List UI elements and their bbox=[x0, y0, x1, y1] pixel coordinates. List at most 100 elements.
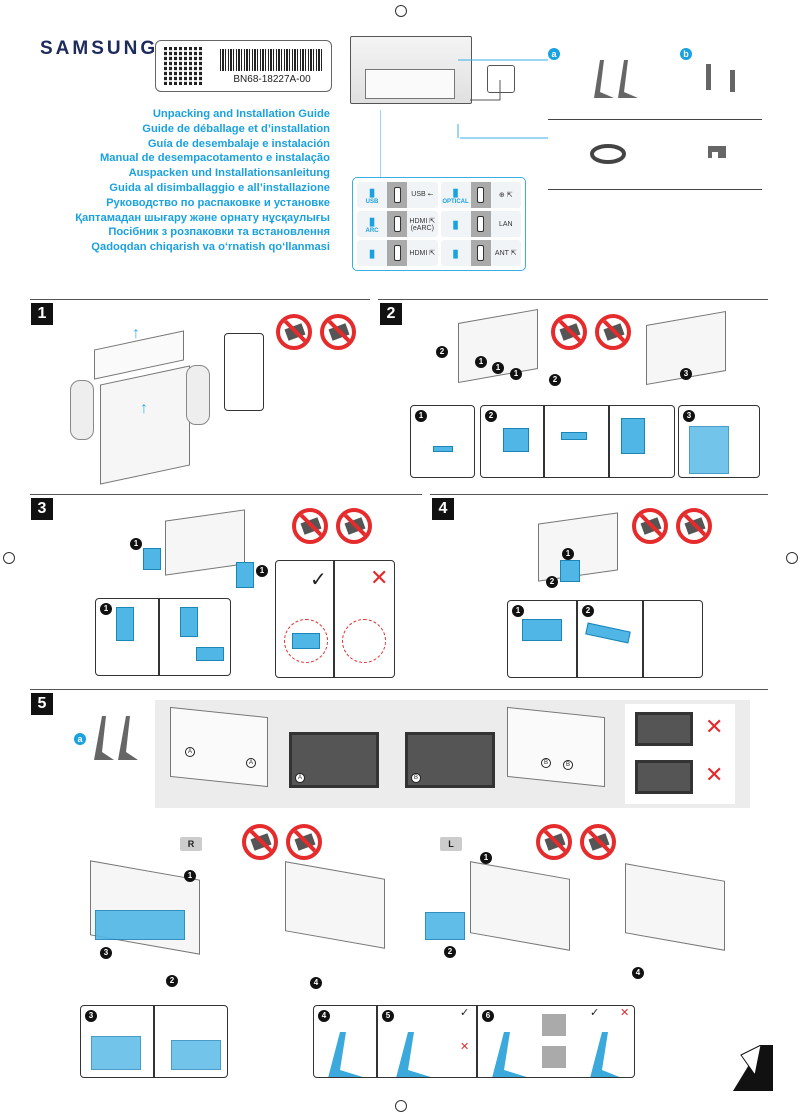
title-fr: Guide de déballage et d’installation bbox=[142, 122, 330, 135]
check-mark-icon: ✓ bbox=[310, 569, 327, 591]
port-4: ▮HDMI ⇱ bbox=[357, 240, 438, 266]
connection-lines bbox=[380, 59, 548, 177]
tv-front-a: A bbox=[289, 732, 379, 788]
title-de: Auspacken und Installationsanleitung bbox=[128, 167, 330, 180]
section-4-number: 4 bbox=[432, 498, 454, 520]
step-marker: 1 bbox=[256, 565, 268, 577]
cable-holder-icon bbox=[708, 146, 726, 158]
step-panel: 3 bbox=[678, 405, 760, 478]
tv-illustration bbox=[625, 863, 725, 951]
step-marker: 2 bbox=[436, 346, 448, 358]
cross-mark-icon: ✕ bbox=[705, 714, 724, 739]
no-sharp-tool-icon bbox=[676, 508, 712, 544]
step-panel: 1 bbox=[410, 405, 475, 478]
check-mark-icon: ✓ bbox=[590, 1007, 600, 1019]
port-name: HDMI ⇱ (eARC) bbox=[409, 217, 436, 232]
port-name: LAN bbox=[498, 220, 513, 228]
tv-illustration bbox=[285, 861, 385, 949]
port-socket bbox=[387, 240, 407, 266]
arc-icon: ▮ARC bbox=[365, 215, 379, 234]
port-socket bbox=[387, 182, 407, 208]
right-side-label: R bbox=[180, 837, 202, 851]
qr-code bbox=[164, 47, 202, 85]
foam-block bbox=[236, 562, 254, 588]
accessories: a b bbox=[548, 34, 762, 190]
no-lying-flat-icon bbox=[276, 314, 312, 350]
step-marker: 4 bbox=[310, 977, 322, 989]
left-side-label: L bbox=[440, 837, 462, 851]
step-marker: 1 bbox=[510, 368, 522, 380]
lift-arrow-icon: ↑ bbox=[132, 325, 140, 342]
guide-titles: Unpacking and Installation Guide Guide d… bbox=[75, 107, 330, 255]
person-illustration bbox=[186, 365, 210, 425]
section-divider bbox=[378, 299, 768, 300]
registration-mark-icon bbox=[786, 552, 798, 564]
title-es: Guía de desembalaje e instalación bbox=[147, 137, 330, 150]
step-panel: 1 bbox=[95, 598, 231, 676]
step-marker: 4 bbox=[632, 967, 644, 979]
section-1-number: 1 bbox=[31, 303, 53, 325]
step-marker: 1 bbox=[100, 603, 112, 615]
step-marker: 1 bbox=[492, 362, 504, 374]
stand-feet-icon bbox=[94, 716, 138, 760]
registration-mark-icon bbox=[395, 1100, 407, 1112]
section-divider bbox=[30, 494, 422, 495]
optical-icon: ▮OPTICAL bbox=[442, 186, 469, 205]
section-divider bbox=[430, 494, 768, 495]
step-marker: 1 bbox=[415, 410, 427, 422]
usb-icon: ▮USB bbox=[365, 186, 379, 205]
step-marker: 1 bbox=[480, 852, 492, 864]
tv-front-b: B bbox=[405, 732, 495, 788]
accessory-a-badge: a bbox=[74, 733, 86, 745]
samsung-logo: SAMSUNG bbox=[40, 38, 159, 59]
tv-illustration bbox=[470, 861, 570, 951]
product-label: BN68-18227A-00 bbox=[155, 40, 332, 92]
step-marker: 2 bbox=[582, 605, 594, 617]
check-mark-icon: ✓ bbox=[460, 1007, 470, 1019]
step-marker: 1 bbox=[184, 870, 196, 882]
port-socket bbox=[470, 211, 491, 237]
foam-block bbox=[143, 548, 161, 570]
accessory-a-badge: a bbox=[548, 48, 560, 60]
packaging-removal bbox=[95, 910, 185, 940]
step-marker: 5 bbox=[382, 1010, 394, 1022]
part-number: BN68-18227A-00 bbox=[233, 74, 311, 85]
packaging-removal bbox=[425, 912, 465, 940]
step-marker: 4 bbox=[318, 1010, 330, 1022]
lift-arrow-icon: ↑ bbox=[140, 400, 148, 417]
stand-feet-icon bbox=[594, 60, 638, 98]
accessory-callout bbox=[224, 333, 264, 411]
tv-box-illustration bbox=[100, 365, 190, 485]
port-icon-label: USB bbox=[365, 198, 379, 205]
antenna-icon: ▮ bbox=[452, 247, 459, 260]
hdmi-icon: ▮ bbox=[368, 247, 376, 260]
tv-rear-illustration bbox=[350, 36, 472, 104]
lan-icon: ▮ bbox=[452, 218, 459, 231]
cross-mark-icon: ✕ bbox=[370, 565, 389, 590]
step-marker: 2 bbox=[549, 374, 561, 386]
port-5: ▮ ANT ⇱ bbox=[440, 240, 521, 266]
no-lying-flat-icon bbox=[632, 508, 668, 544]
stand-position-panel: A A A B B B ✕ ✕ bbox=[155, 700, 750, 808]
cross-mark-icon: ✕ bbox=[620, 1007, 630, 1019]
port-2: ▮ARC HDMI ⇱ (eARC) bbox=[357, 211, 438, 237]
step-marker: 2 bbox=[166, 975, 178, 987]
tv-illustration bbox=[165, 509, 245, 576]
step-panel: 2 bbox=[480, 405, 675, 478]
title-en: Unpacking and Installation Guide bbox=[152, 108, 330, 120]
port-socket bbox=[387, 211, 407, 237]
step-marker: 1 bbox=[130, 538, 142, 550]
port-name: ANT ⇱ bbox=[494, 250, 517, 257]
accessory-b-badge: b bbox=[680, 48, 692, 60]
no-lying-flat-icon bbox=[292, 508, 328, 544]
port-1: ▮OPTICAL⊕ ⇱ bbox=[440, 182, 521, 208]
stand-install-panel: 4 5 6 ✓ ✕ ✓ ✕ bbox=[313, 1005, 635, 1078]
section-3-number: 3 bbox=[31, 498, 53, 520]
foam-block bbox=[560, 560, 580, 582]
step-marker: 3 bbox=[100, 947, 112, 959]
step-marker: 2 bbox=[444, 946, 456, 958]
no-lying-flat-icon bbox=[551, 314, 587, 350]
step-marker: 1 bbox=[562, 548, 574, 560]
no-sharp-tool-icon bbox=[595, 314, 631, 350]
